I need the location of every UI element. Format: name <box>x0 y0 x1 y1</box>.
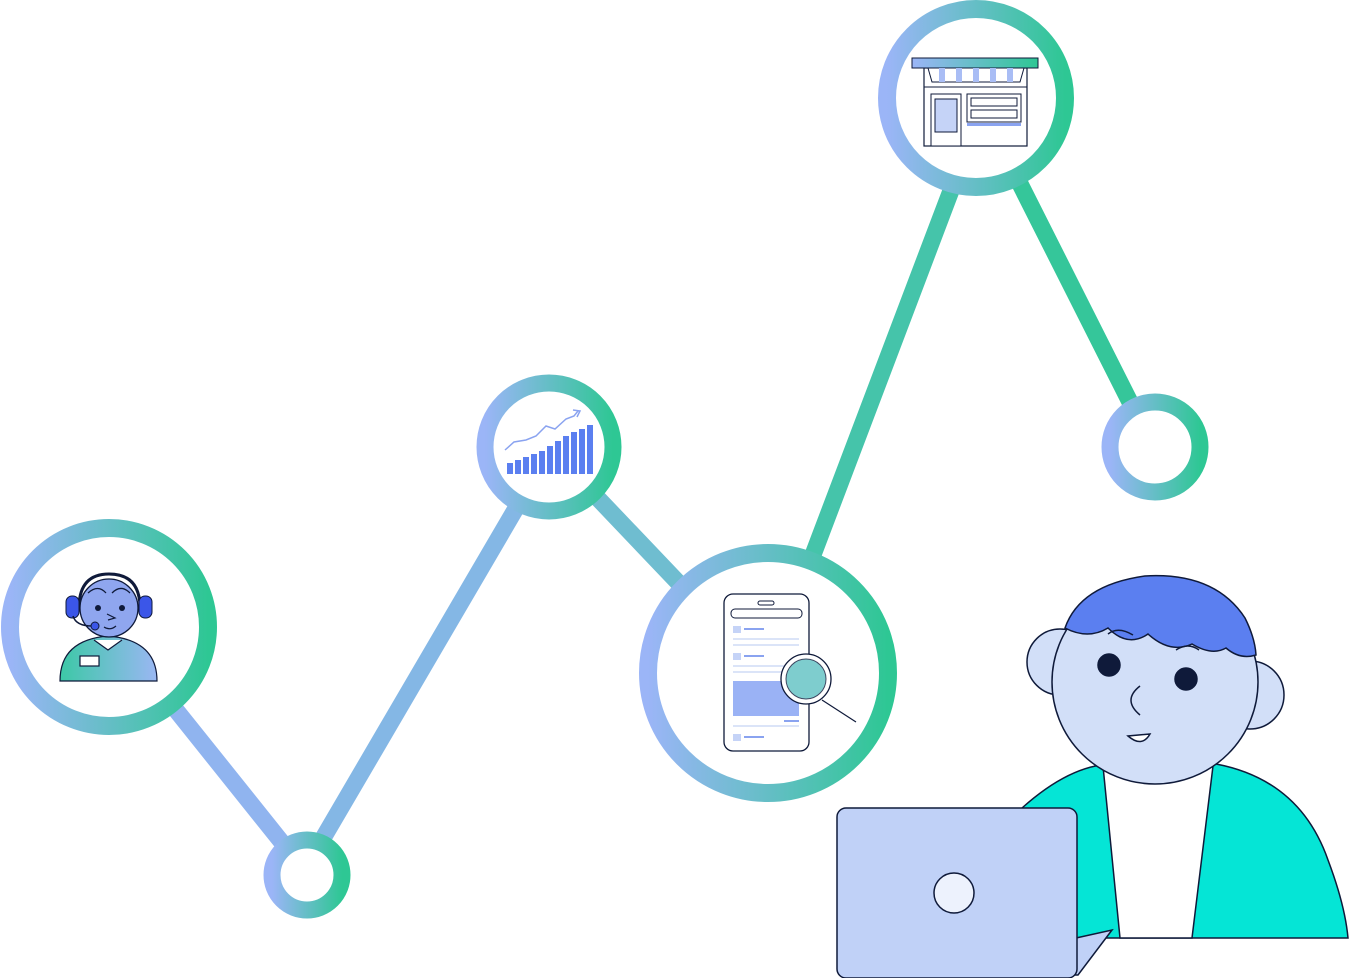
node-mobile-search <box>639 544 897 802</box>
growth-chart-icon <box>504 409 593 474</box>
storefront-icon <box>911 57 1039 147</box>
person-nose <box>1130 685 1141 716</box>
person-eye-right <box>1174 667 1198 691</box>
path-segment <box>151 681 301 864</box>
node-empty <box>263 831 351 919</box>
person-mouth <box>1126 733 1152 743</box>
node-growth-chart <box>476 374 622 520</box>
laptop-logo-icon <box>933 872 975 914</box>
person-hair <box>1064 574 1257 658</box>
person-eye-left <box>1097 653 1121 677</box>
node-storefront <box>878 0 1074 196</box>
path-segment <box>581 481 699 604</box>
node-support-agent <box>1 519 217 735</box>
person-with-laptop <box>836 574 1349 978</box>
mobile-search-icon <box>723 593 860 752</box>
support-agent-icon <box>59 572 158 682</box>
node-empty <box>1101 393 1209 501</box>
path-segment <box>313 489 531 849</box>
path-segment <box>799 179 961 577</box>
journey-path <box>151 159 1144 864</box>
path-segment <box>1003 159 1144 421</box>
